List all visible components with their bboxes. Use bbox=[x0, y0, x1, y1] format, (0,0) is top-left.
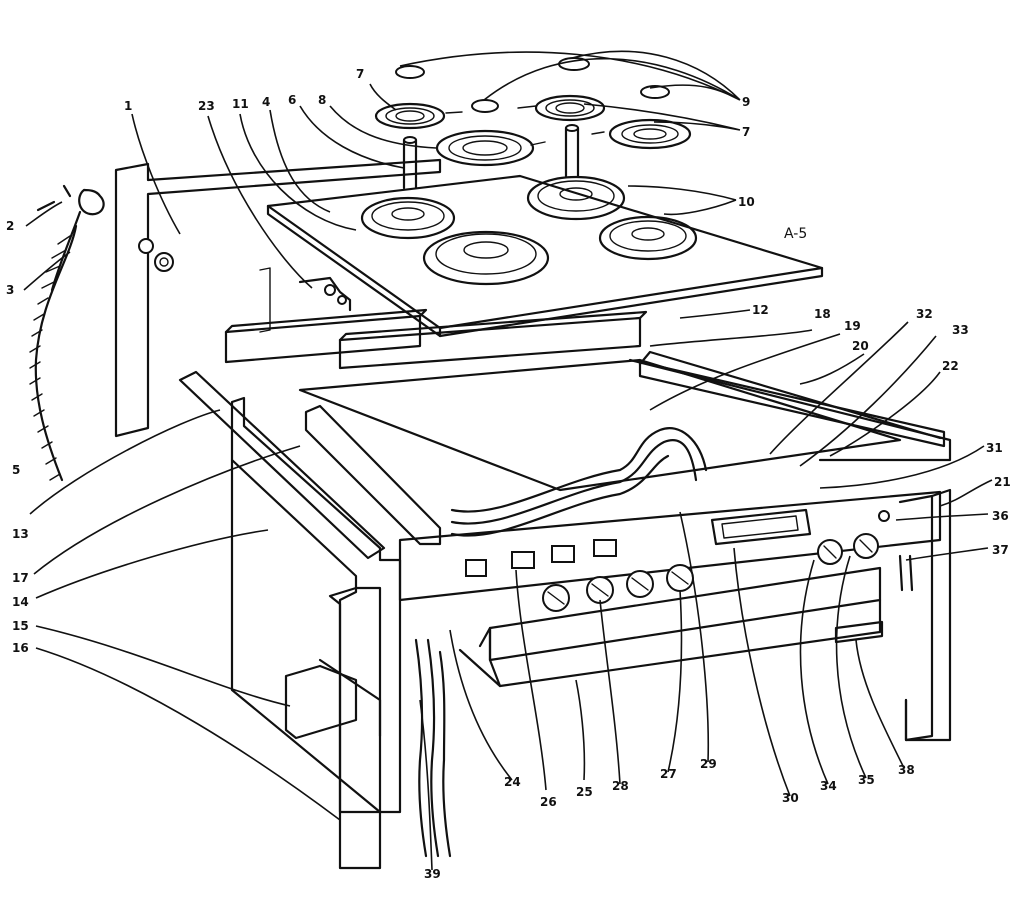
callout-33: 33 bbox=[952, 323, 969, 337]
callout-12: 12 bbox=[752, 303, 769, 317]
clock-timer bbox=[710, 508, 812, 546]
body-top bbox=[298, 350, 952, 492]
receptacle-posts bbox=[402, 124, 580, 190]
right-side-panel bbox=[904, 488, 952, 742]
trim-rings bbox=[395, 57, 670, 113]
callout-17: 17 bbox=[12, 571, 29, 585]
surface-knobs bbox=[542, 564, 694, 612]
callout-4: 4 bbox=[262, 95, 270, 109]
wire-bracket bbox=[298, 276, 352, 312]
callout-7a: 7 bbox=[356, 67, 364, 81]
control-panel-back bbox=[398, 490, 942, 742]
callout-38: 38 bbox=[898, 763, 915, 777]
cooktop bbox=[266, 174, 824, 338]
power-cord bbox=[29, 184, 105, 482]
callout-34: 34 bbox=[820, 779, 837, 793]
callout-36: 36 bbox=[992, 509, 1009, 523]
callout-5: 5 bbox=[12, 463, 20, 477]
wire-harness-lower bbox=[414, 638, 452, 858]
front-trim bbox=[224, 308, 648, 370]
callout-labels: 7 8 6 4 11 23 1 9 7 10 2 3 12 18 19 20 3… bbox=[6, 67, 1011, 881]
callout-25: 25 bbox=[576, 785, 593, 799]
callout-13: 13 bbox=[12, 527, 29, 541]
callout-18: 18 bbox=[814, 307, 831, 321]
callout-29: 29 bbox=[700, 757, 717, 771]
side-trim bbox=[328, 586, 382, 870]
infinite-switches bbox=[465, 539, 617, 577]
callout-39: 39 bbox=[424, 867, 441, 881]
callout-23: 23 bbox=[198, 99, 215, 113]
callout-19: 19 bbox=[844, 319, 861, 333]
leader-lines bbox=[23, 50, 993, 871]
back-panel bbox=[114, 158, 442, 438]
callout-27: 27 bbox=[660, 767, 677, 781]
callout-21: 21 bbox=[994, 475, 1011, 489]
callout-8: 8 bbox=[318, 93, 326, 107]
callout-15: 15 bbox=[12, 619, 29, 633]
insulation-bracket bbox=[284, 658, 382, 740]
callout-22: 22 bbox=[942, 359, 959, 373]
callout-11: 11 bbox=[232, 97, 249, 111]
thermostat-knobs bbox=[817, 533, 879, 565]
reference-code: A-5 bbox=[784, 226, 807, 242]
callout-26: 26 bbox=[540, 795, 557, 809]
control-backguard bbox=[458, 566, 882, 688]
wire-harness-upper bbox=[450, 427, 708, 537]
small-parts bbox=[834, 510, 914, 644]
callout-3: 3 bbox=[6, 283, 14, 297]
callout-14: 14 bbox=[12, 595, 29, 609]
callout-10: 10 bbox=[738, 195, 755, 209]
callout-6: 6 bbox=[288, 93, 296, 107]
callout-7b: 7 bbox=[742, 125, 750, 139]
callout-28: 28 bbox=[612, 779, 629, 793]
side-rails bbox=[178, 360, 946, 560]
callout-30: 30 bbox=[782, 791, 799, 805]
callout-31: 31 bbox=[986, 441, 1003, 455]
callout-35: 35 bbox=[858, 773, 875, 787]
callout-1: 1 bbox=[124, 99, 132, 113]
callout-24: 24 bbox=[504, 775, 521, 789]
callout-37: 37 bbox=[992, 543, 1009, 557]
callout-32: 32 bbox=[916, 307, 933, 321]
callout-20: 20 bbox=[852, 339, 869, 353]
callout-16: 16 bbox=[12, 641, 29, 655]
callout-2: 2 bbox=[6, 219, 14, 233]
surface-elements bbox=[374, 94, 692, 167]
callout-9: 9 bbox=[742, 95, 750, 109]
